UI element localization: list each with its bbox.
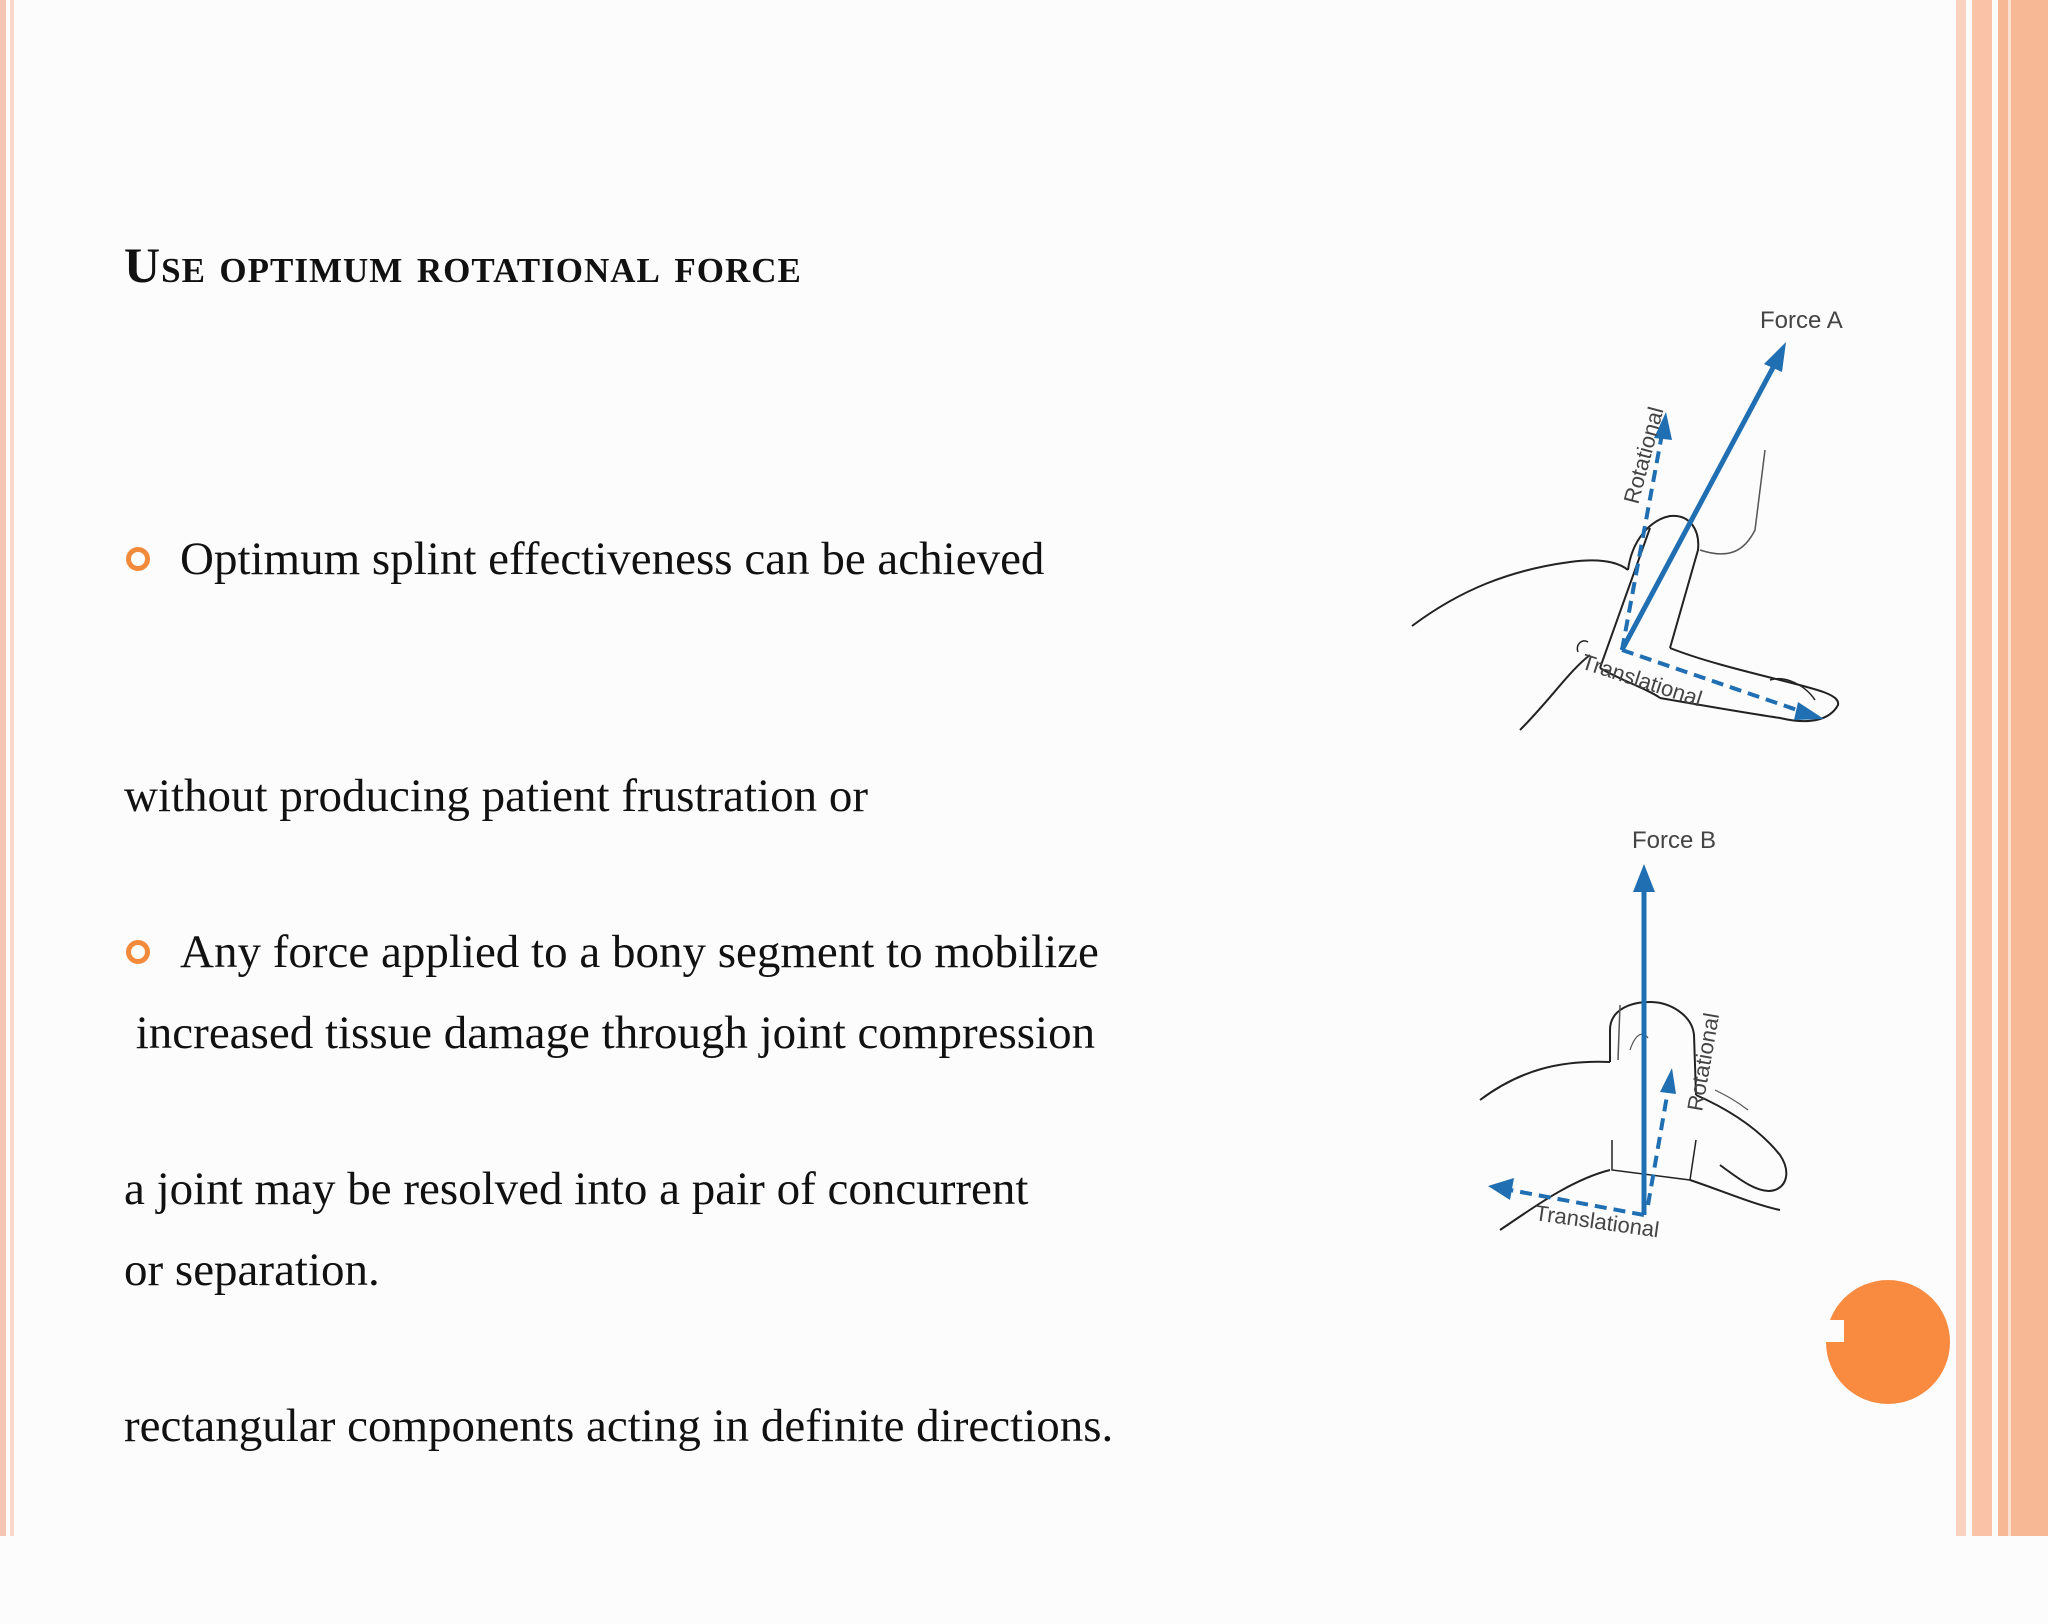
slide: Use optimum rotational force Optimum spl…	[0, 0, 2048, 1536]
translational-arrowhead	[1794, 702, 1824, 720]
rotational-arrowhead	[1654, 412, 1672, 440]
force-b-label: Force B	[1632, 827, 1716, 854]
hand-outline	[1659, 647, 1840, 723]
hand-outline	[1695, 1094, 1788, 1192]
hand-outline	[1611, 1139, 1697, 1181]
bullet-ring-icon	[126, 547, 150, 572]
bullet-text: Optimum splint effectiveness can be achi…	[180, 533, 1045, 585]
hand-outline	[1609, 1000, 1697, 1096]
translational-arrow	[1509, 1188, 1645, 1217]
rotational-arrowhead	[1660, 1068, 1676, 1094]
bullet-text: Any force applied to a bony segment to m…	[180, 926, 1099, 978]
hand-outline	[1499, 1169, 1611, 1231]
rotational-label: Rotational	[1682, 1011, 1724, 1113]
hand-outline	[1627, 514, 1700, 649]
bullet-paragraph-2: Any force applied to a bony segment to m…	[124, 755, 1113, 1624]
decorative-orange-circle	[1826, 1280, 1950, 1404]
bullet-line: increased tissue damage through joint co…	[124, 1007, 1096, 1059]
right-border-stripe	[1998, 0, 2048, 1536]
bullet-line: a joint may be resolved into a pair of c…	[124, 1163, 1029, 1215]
rotational-label: Rotational	[1619, 404, 1669, 506]
bullet-line: Optimum splint effectiveness can be achi…	[124, 520, 1095, 599]
force-a-arrowhead	[1764, 342, 1786, 372]
translational-arrow	[1621, 648, 1804, 714]
bullet-line: rectangular components acting in definit…	[124, 1400, 1114, 1452]
bullet-ring-icon	[126, 940, 150, 965]
rotational-arrow	[1646, 1089, 1670, 1206]
force-b-diagram: Force B Rotational Translational	[1479, 827, 1788, 1242]
hand-outline	[1617, 1004, 1621, 1061]
hand-outline	[1411, 559, 1629, 627]
right-border-stripe	[1956, 0, 1966, 1536]
decorative-circle-notch	[1826, 1320, 1844, 1342]
hand-outline	[1769, 678, 1816, 701]
bullet-line: without producing patient frustration or	[124, 770, 869, 822]
force-a-diagram: Force A Rotational Translational	[1411, 307, 1843, 731]
hand-outline	[1689, 1179, 1781, 1211]
hand-outline	[1699, 449, 1766, 555]
bullet-paragraph-1: Optimum splint effectiveness can be achi…	[124, 362, 1095, 1468]
force-b-arrowhead	[1633, 864, 1655, 892]
translational-arrowhead	[1488, 1178, 1514, 1200]
force-a-label: Force A	[1760, 307, 1843, 334]
hand-outline	[1599, 667, 1661, 699]
bullet-line: Any force applied to a bony segment to m…	[124, 913, 1113, 992]
hand-outline	[1576, 640, 1589, 653]
hand-outline	[1714, 1089, 1749, 1111]
hand-outline	[1519, 654, 1591, 731]
right-border-stripe	[1972, 0, 1992, 1536]
force-a-arrow	[1619, 360, 1779, 652]
hand-outline	[1479, 1060, 1611, 1101]
left-border-stripe	[0, 0, 6, 1536]
right-border-stripe	[2008, 0, 2011, 1536]
bullet-line: or separation.	[124, 1244, 380, 1296]
left-border-stripe	[10, 0, 14, 1536]
slide-title: Use optimum rotational force	[124, 237, 802, 293]
